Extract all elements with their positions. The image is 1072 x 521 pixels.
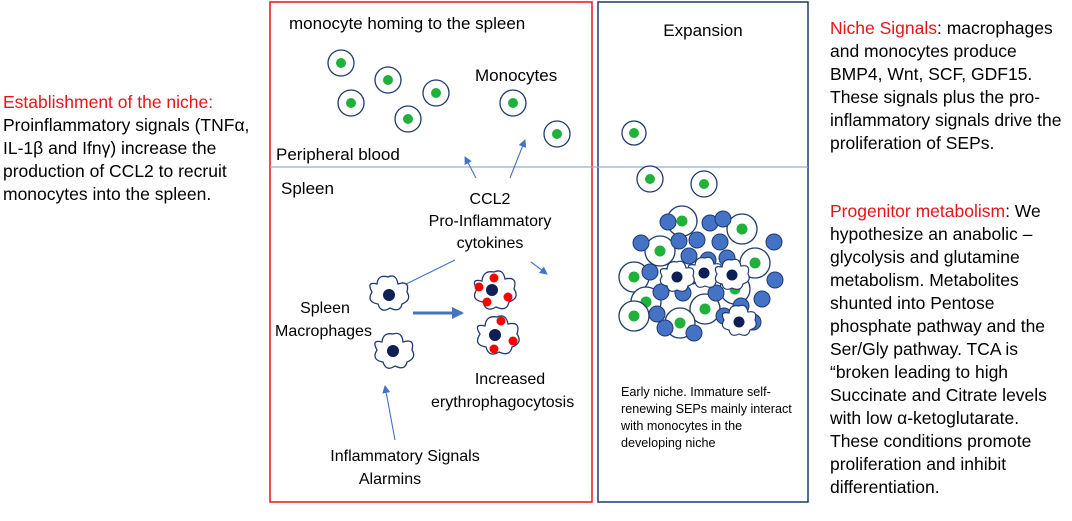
monocyte [327,49,355,77]
niche-macrophage [714,258,750,290]
spleen-macrophages-label-line1: Spleen [300,300,350,317]
niche-establishment-text: Establishment of the niche: Proinflammat… [3,91,265,206]
niche-macrophage [659,260,695,292]
erythrophagocytosis-label: erythrophagocytosis [431,394,575,411]
ccl2-arrow-left [464,156,477,179]
progenitor-cell [652,283,670,301]
migrating-monocytes [621,120,718,198]
progenitor-cell [766,271,784,289]
niche-macrophage [687,256,723,288]
progenitor-cell [685,324,703,342]
monocyte [337,89,365,117]
early-niche-note: Early niche. Immature self-renewing SEPs… [621,385,792,450]
progenitor-cell [711,233,729,251]
cytokines-arrow-right [530,261,548,275]
monocyte [621,120,647,146]
spleen-label: Spleen [281,179,334,198]
cytokines-label: cytokines [456,235,524,252]
progenitor-cell [670,232,688,250]
progenitor-cell [707,284,725,302]
niche-macrophage [721,304,757,336]
homing-panel-box [269,1,593,503]
progenitor-cell [641,263,659,281]
niche-establishment-heading: Establishment of the niche: [3,92,214,112]
homing-panel-title: monocyte homing to the spleen [289,14,526,33]
monocyte [422,79,450,107]
progenitor-cell [648,305,666,323]
monocyte [374,66,402,94]
peripheral-blood-label: Peripheral blood [276,145,400,164]
spleen-macrophage [374,332,415,369]
spleen-macrophage [369,275,410,311]
niche-signals-text: Niche Signals: macrophages and monocytes… [830,17,1070,155]
expansion-title: Expansion [663,21,743,40]
erythrophagocytic-macrophage [473,270,517,310]
monocyte [543,120,571,148]
progenitor-cell [632,234,650,252]
monocyte [394,105,422,133]
progenitor-cell [753,290,771,308]
niche-signals-body: : macrophages and monocytes produce BMP4… [830,18,1062,153]
progenitor-metabolism-body: : We hypothesize an anabolic – glycolysi… [830,201,1047,497]
progenitor-cell [680,247,698,265]
monocyte [499,89,527,117]
pro-inflammatory-label: Pro-Inflammatory [428,213,552,230]
circulating-monocytes [327,49,571,148]
expansion-panel-box [597,1,809,503]
progenitor-cell [714,210,732,228]
monocyte [690,170,718,198]
ccl2-label: CCL2 [469,191,511,208]
niche-signals-heading: Niche Signals [830,18,937,38]
progenitor-metabolism-heading: Progenitor metabolism [830,201,1006,221]
monocyte [726,213,758,245]
progenitor-metabolism-text: Progenitor metabolism: We hypothesize an… [830,200,1070,499]
monocyte [644,235,676,267]
cytokines-arrow-left [397,259,456,289]
increased-label: Increased [474,371,546,388]
developing-niche-cluster [618,205,784,342]
monocyte [618,300,650,332]
progenitor-cell [765,233,783,251]
monocyte [636,165,664,193]
erythrophagocytic-macrophage [476,315,520,355]
inflammatory-arrow [382,385,396,441]
progenitor-cell [656,319,674,337]
spleen-macrophages-label-line2: Macrophages [275,323,372,340]
monocytes-label: Monocytes [475,66,558,85]
progenitor-cell [659,213,677,231]
niche-establishment-body: Proinflammatory signals (TNFα, IL-1β and… [3,115,250,204]
alarmins-label: Alarmins [358,471,422,488]
progenitor-cell [688,231,706,249]
inflammatory-signals-label: Inflammatory Signals [330,448,480,465]
monocyte [689,293,721,325]
ccl2-arrow-right [509,139,527,179]
